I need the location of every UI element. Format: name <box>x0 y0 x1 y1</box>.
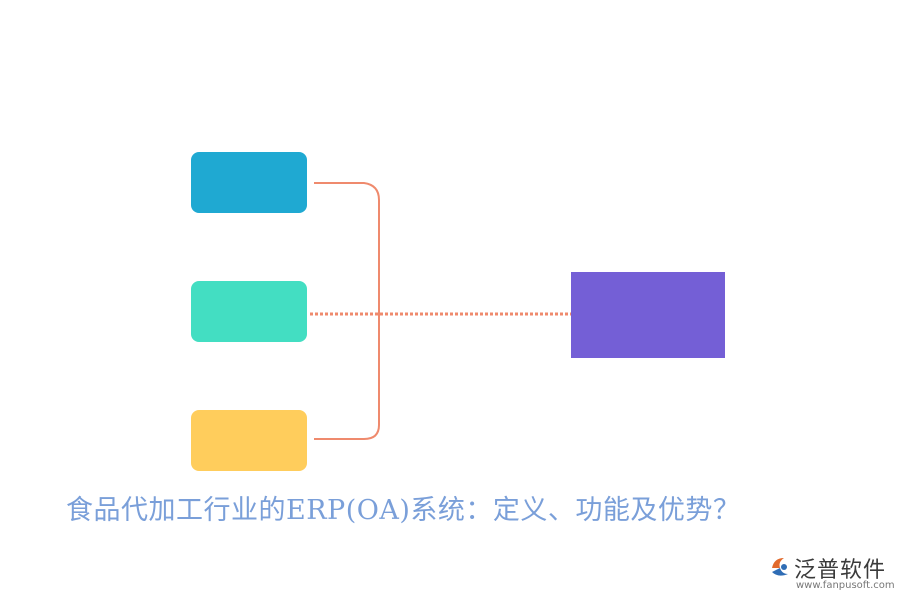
logo-url: www.fanpusoft.com <box>796 580 895 591</box>
node-box-middle <box>191 281 307 342</box>
node-box-top <box>191 152 307 213</box>
fanpu-logo-icon <box>772 558 788 576</box>
target-box <box>571 272 725 358</box>
node-box-bottom <box>191 410 307 471</box>
brand-logo[interactable]: 泛普软件 www.fanpusoft.com <box>768 552 895 596</box>
bracket-connector <box>314 182 380 440</box>
diagram-title: 食品代加工行业的ERP(OA)系统：定义、功能及优势？ <box>66 495 741 526</box>
logo-name: 泛普软件 <box>794 558 887 583</box>
